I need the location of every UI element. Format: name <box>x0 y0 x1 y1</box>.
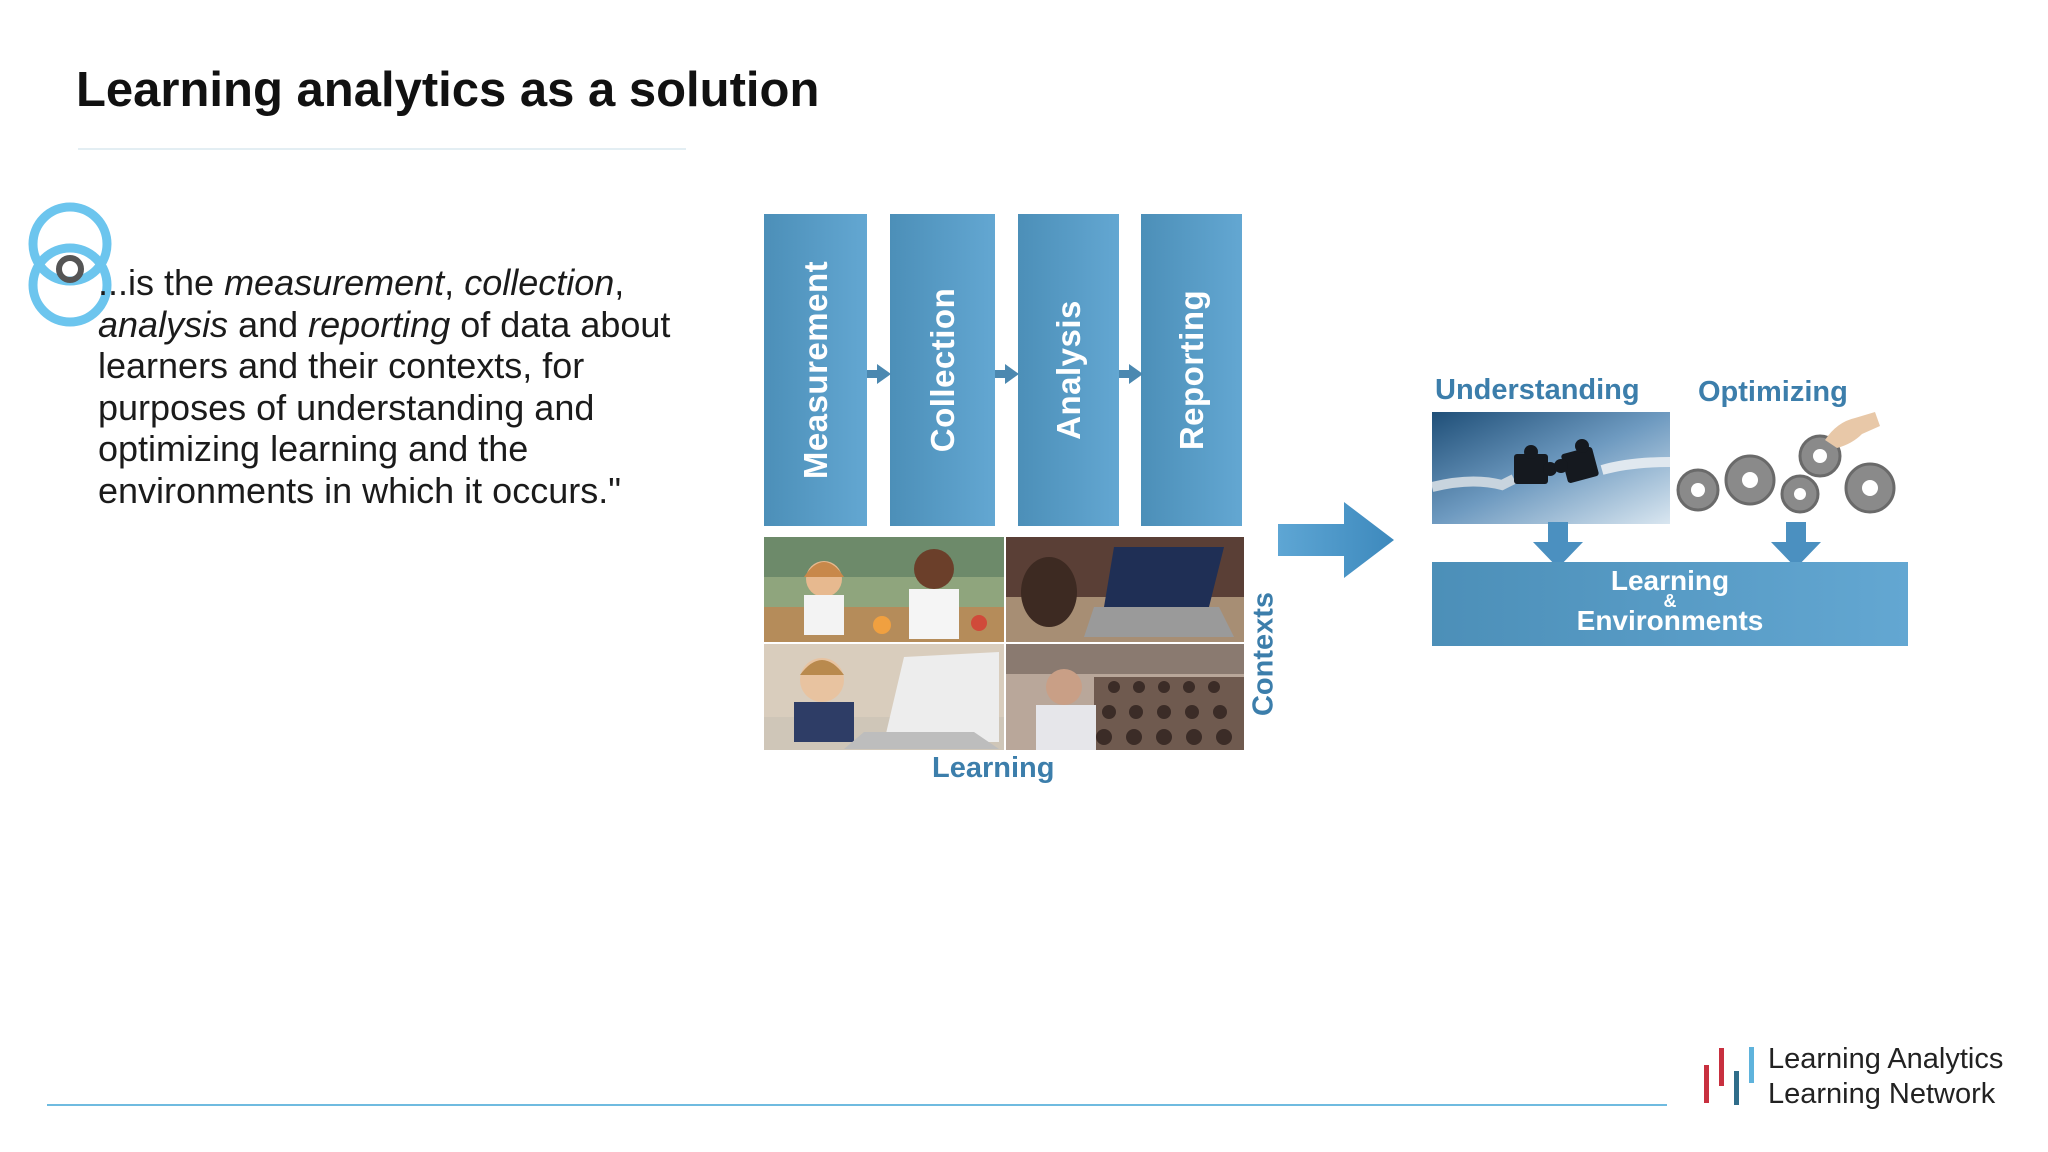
quote-analysis: analysis <box>98 303 229 345</box>
photo-lecture-hall <box>1006 644 1244 750</box>
environments-amp: & <box>1663 591 1677 611</box>
arrow-right-icon <box>995 364 1019 384</box>
brand-name-line2: Learning Network <box>1768 1078 1996 1110</box>
arrow-down-icon <box>1771 522 1821 568</box>
gears-image <box>1670 410 1910 524</box>
environments-line1: Learning <box>1610 565 1730 596</box>
stage-analysis: Analysis <box>1018 214 1119 526</box>
arrow-right-icon <box>867 364 891 384</box>
learning-label: Learning <box>932 752 1055 784</box>
learning-photos <box>764 537 1244 750</box>
quote-text: ...is the <box>98 262 225 303</box>
arrow-right-icon <box>1278 502 1394 578</box>
photo-boy-laptop <box>764 644 1004 750</box>
contexts-label-box: Contexts <box>1234 592 1294 716</box>
stage-label: Reporting <box>1172 289 1210 451</box>
quote-collection: collection <box>464 262 615 303</box>
stage-collection: Collection <box>890 214 995 526</box>
quote-text: and <box>228 303 309 345</box>
arrow-down-icon <box>1533 522 1583 568</box>
optimizing-label: Optimizing <box>1698 376 1848 408</box>
stage-label: Measurement <box>796 260 834 480</box>
quote-text: , <box>444 262 465 303</box>
understanding-label: Understanding <box>1435 374 1640 406</box>
stage-label: Collection <box>923 287 961 453</box>
definition-quote: ...is the measurement, collection, analys… <box>98 262 688 511</box>
footer-divider <box>47 1104 1667 1106</box>
photo-kids-classroom <box>764 537 1004 642</box>
environments-line2: Environments <box>1576 605 1764 636</box>
title-divider <box>78 148 686 150</box>
puzzle-image <box>1432 412 1670 524</box>
quote-text: of data about learners and their context… <box>98 303 671 511</box>
quote-text: , <box>614 262 625 303</box>
brand-name-line1: Learning Analytics <box>1768 1043 2004 1075</box>
quote-reporting: reporting <box>308 303 451 345</box>
stage-measurement: Measurement <box>764 214 867 526</box>
stage-reporting: Reporting <box>1141 214 1242 526</box>
arrow-right-icon <box>1119 364 1143 384</box>
slide-title: Learning analytics as a solution <box>76 63 820 117</box>
quote-measurement: measurement <box>224 262 445 303</box>
lan-logo-icon <box>1704 1047 1754 1105</box>
link-logo-icon <box>28 202 112 327</box>
stage-label: Analysis <box>1049 300 1087 440</box>
photo-laptop <box>1006 537 1244 642</box>
learning-environments-box: Learning & Environments <box>1432 562 1908 646</box>
contexts-label: Contexts <box>1247 591 1280 717</box>
